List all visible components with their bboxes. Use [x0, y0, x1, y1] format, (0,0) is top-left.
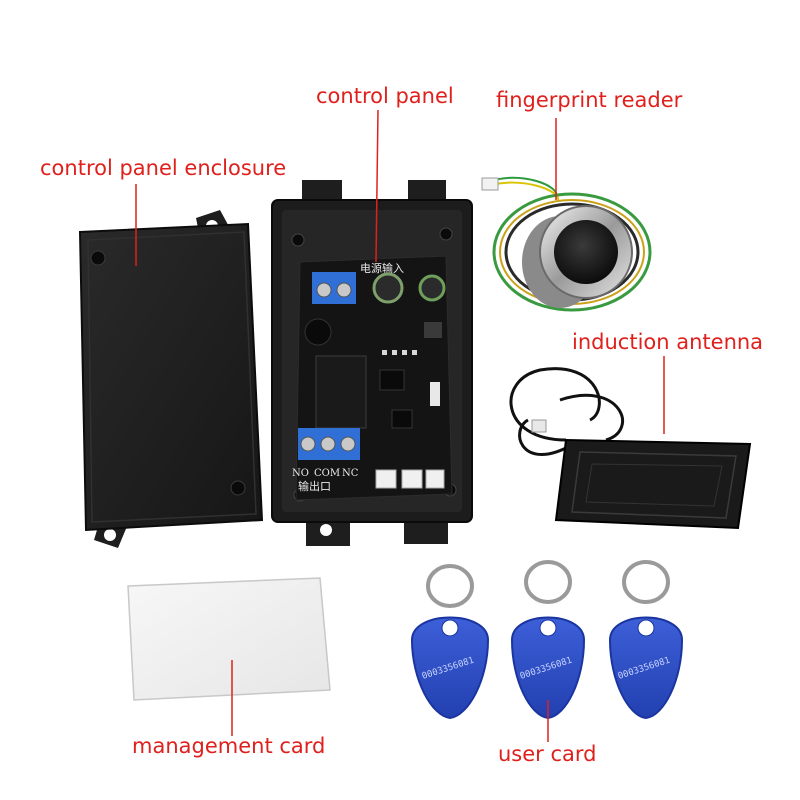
label-fingerprint-reader: fingerprint reader	[496, 88, 683, 112]
label-management-card: management card	[132, 734, 326, 758]
management-card	[127, 577, 331, 701]
key-fob-3: 0003356081	[608, 560, 684, 720]
leader-lines	[135, 109, 665, 742]
label-induction-antenna: induction antenna	[572, 330, 764, 354]
key-fob-2: 0003356081	[510, 560, 586, 720]
pcb-board: 电源输入 NO COM NC 输出口	[292, 255, 453, 501]
output-print: 输出口	[298, 479, 331, 493]
label-user-card: user card	[498, 742, 597, 766]
terminal-nc: NC	[342, 468, 359, 479]
induction-antenna	[509, 367, 752, 530]
label-control-panel: control panel	[316, 84, 454, 108]
terminal-com: COM	[314, 468, 340, 479]
label-enclosure: control panel enclosure	[40, 156, 287, 180]
relay	[315, 355, 367, 429]
fingerprint-reader	[481, 176, 652, 312]
key-fob-1: 0003356081	[410, 564, 490, 720]
terminal-no: NO	[292, 468, 309, 479]
power-input-print: 电源输入	[360, 261, 404, 275]
enclosure-lid	[78, 210, 264, 548]
